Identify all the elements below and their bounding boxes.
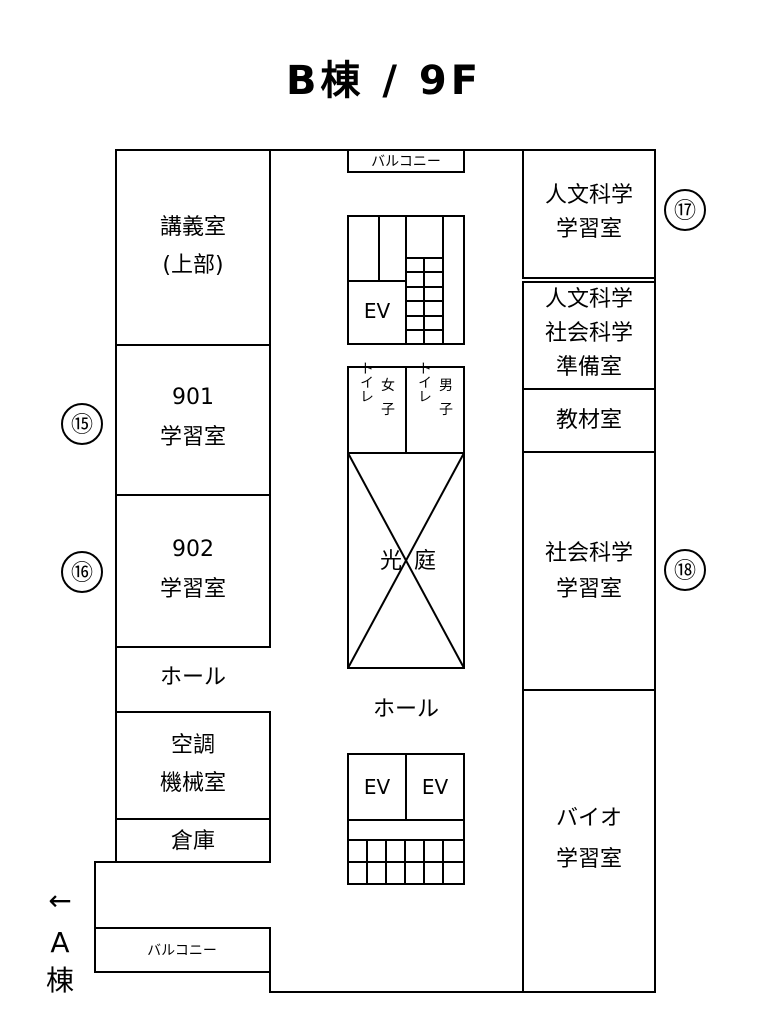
toilet-women-1: 女 [381,377,395,394]
social-room[interactable] [522,451,656,691]
balcony-top-label: バルコニー [371,154,441,170]
to-a-arrow-icon: ← [48,884,71,917]
hall-left-label: ホール [160,665,226,690]
aircon-label-2: 機械室 [160,771,226,796]
toilet-women-2: 子 [381,402,395,418]
balcony-bottom-label: バルコニー [147,943,217,959]
r901-number: 901 [172,385,214,410]
marker-16: ⑯ [71,561,93,586]
balcony-top [347,149,465,173]
marker-18: ⑱ [674,559,696,584]
toilet-men[interactable] [405,366,465,454]
bio-label-1: バイオ [556,806,622,831]
toilet-men-1: 男 [439,378,453,394]
room-902[interactable] [115,494,271,648]
storage-room[interactable] [115,818,271,863]
humanities-label-2: 学習室 [556,217,622,242]
toilet-women-side: トイレ [358,361,374,403]
toilet-men-2: 子 [439,402,453,418]
to-a-label-2: 棟 [46,964,74,997]
prep-label-1: 人文科学 [545,287,633,312]
prep-label-3: 準備室 [556,355,622,380]
aircon-room[interactable] [115,711,271,820]
lecture-label-2: (上部) [162,253,223,278]
marker-18-circle [664,549,706,591]
marker-17: ⑰ [674,199,696,224]
social-label-2: 学習室 [556,577,622,602]
humanities-label-1: 人文科学 [545,183,633,208]
ev-upper-label: EV [364,299,391,323]
social-label-1: 社会科学 [545,541,633,566]
room-901[interactable] [115,344,271,496]
balcony-bottom [94,927,271,973]
ev-lower-right-label: EV [422,775,449,799]
lightwell-char-1: 光 [380,549,402,574]
hall-center-label: ホール [373,697,439,722]
lightwell [347,452,465,669]
aircon-label-1: 空調 [171,733,215,758]
page-title: B棟 / 9F [285,58,483,104]
humanities-room[interactable] [522,149,656,279]
prep-label-2: 社会科学 [545,321,633,346]
lecture-label-1: 講義室 [160,215,226,240]
to-a-label-1: A [50,926,69,959]
marker-15-circle [61,403,103,445]
marker-17-circle [664,189,706,231]
lightwell-char-2: 庭 [414,549,436,574]
materials-label: 教材室 [556,408,622,433]
r902-number: 902 [172,537,214,562]
lecture-room[interactable] [115,149,271,346]
storage-label: 倉庫 [171,829,215,854]
r902-label: 学習室 [160,577,226,602]
toilet-women[interactable] [347,366,407,454]
bio-label-2: 学習室 [556,847,622,872]
marker-15: ⑮ [71,413,93,438]
toilet-men-side: トイレ [416,361,432,403]
bio-room[interactable] [522,689,656,993]
marker-16-circle [61,551,103,593]
ev-lower-left-label: EV [364,775,391,799]
r901-label: 学習室 [160,425,226,450]
